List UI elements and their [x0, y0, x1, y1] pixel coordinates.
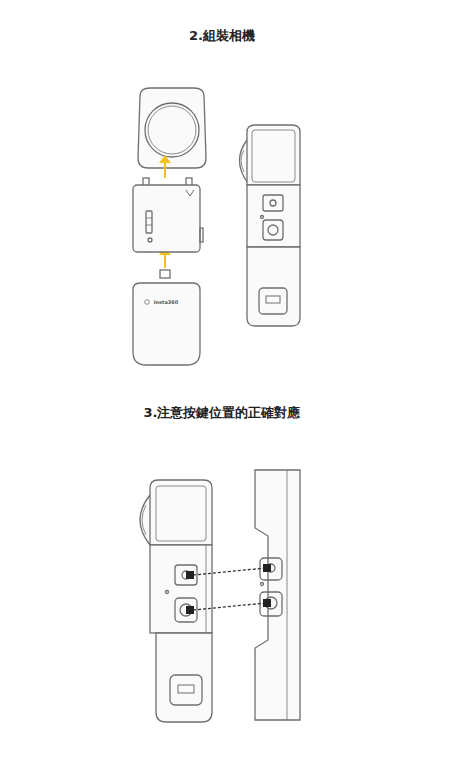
- battery-base: [160, 270, 170, 278]
- camera-in-bracket: [170, 675, 202, 705]
- assembled-camera: [240, 140, 248, 182]
- battery-base: [133, 270, 200, 365]
- assembled-camera: [270, 200, 276, 206]
- assembled-camera: [263, 195, 283, 211]
- lens-cap: [138, 88, 206, 168]
- core-module: [146, 211, 152, 233]
- assembled-camera: [247, 247, 300, 326]
- camera-in-bracket: [142, 505, 146, 535]
- assembled-camera: [268, 225, 278, 235]
- camera-in-bracket: [156, 486, 206, 541]
- alignment-line: [263, 564, 271, 572]
- assembly-arrow: [164, 254, 166, 268]
- lens-cap: [145, 103, 199, 157]
- assembled-camera: [263, 220, 283, 240]
- camera-in-bracket: [150, 480, 212, 545]
- assembled-camera: [247, 125, 300, 185]
- battery-base: [145, 300, 150, 305]
- lens-cap: [138, 88, 206, 168]
- core-module: [148, 238, 152, 242]
- assembled-camera: [247, 185, 300, 247]
- core-module: [133, 178, 203, 252]
- assembled-camera: [240, 125, 301, 326]
- assembled-camera: [261, 216, 264, 219]
- bracket-side: [287, 470, 288, 720]
- alignment-line: [186, 571, 194, 579]
- camera-in-bracket: [178, 685, 194, 693]
- alignment-line: [186, 606, 194, 614]
- assembled-camera: [266, 296, 280, 303]
- alignment-line: [186, 564, 271, 614]
- camera-in-bracket: [156, 633, 212, 722]
- section-heading: 2.組裝相機: [189, 27, 255, 45]
- alignment-line: [193, 603, 266, 610]
- bracket-side: [260, 592, 282, 616]
- assembly-arrow: [164, 162, 166, 178]
- assembled-camera: [252, 130, 295, 182]
- core-module: [200, 228, 203, 242]
- camera-in-bracket: [175, 598, 197, 622]
- alignment-line: [263, 599, 271, 607]
- camera-in-bracket: [206, 545, 207, 633]
- assembly-arrow: [159, 155, 171, 163]
- alignment-line: [193, 568, 266, 575]
- camera-in-bracket: [166, 591, 169, 594]
- camera-in-bracket: [150, 545, 212, 633]
- assembled-camera: [259, 288, 287, 314]
- camera-in-bracket: [175, 565, 197, 585]
- assembled-camera: [241, 150, 244, 172]
- section-heading: 3.注意按鍵位置的正確對應: [144, 404, 301, 422]
- battery-base: [133, 283, 200, 365]
- brand-logo: Insta360: [154, 299, 179, 305]
- lens-cap: [148, 106, 196, 154]
- bracket-side: [255, 470, 300, 720]
- core-module: [146, 225, 152, 226]
- bracket-side: [260, 558, 282, 580]
- camera-in-bracket: [140, 495, 150, 545]
- camera-in-bracket: [140, 480, 212, 722]
- bracket-side: [261, 583, 264, 586]
- core-module: [186, 190, 194, 196]
- core-module: [133, 185, 200, 252]
- bracket-side: [255, 470, 300, 720]
- core-module: [146, 218, 152, 219]
